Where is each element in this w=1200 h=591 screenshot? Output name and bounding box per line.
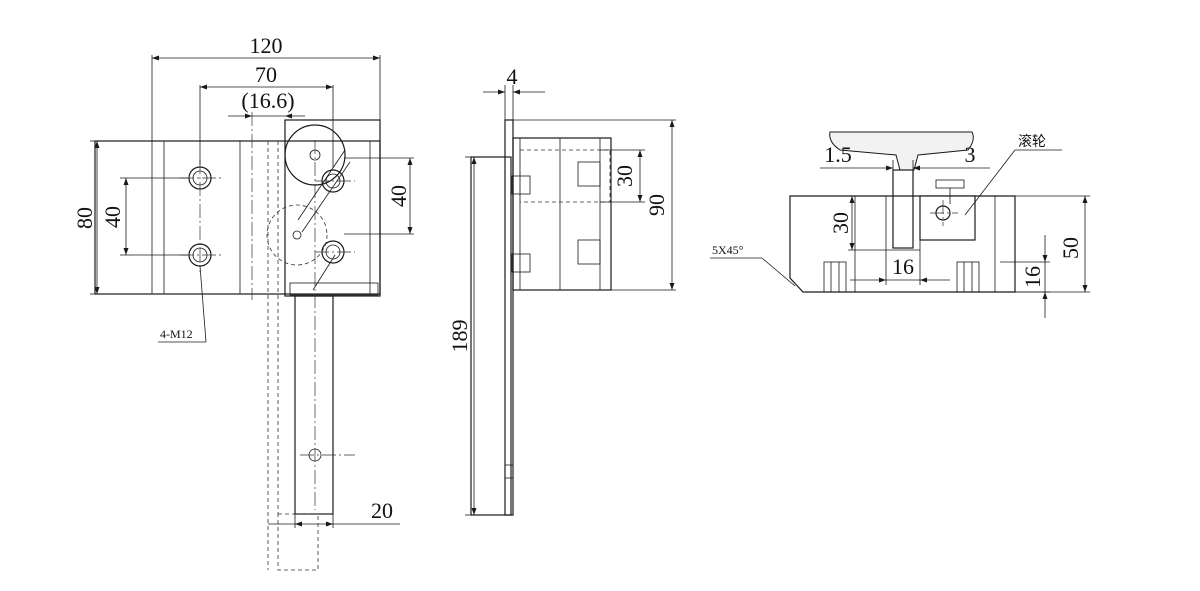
hanging-bar (294, 295, 334, 515)
front-plate-outline (94, 140, 381, 295)
rail-view: 1.5 3 30 16 16 50 5X45° 滚轮 (710, 131, 1090, 318)
dim-gap-left: 1.5 (824, 142, 852, 167)
chamfer-note: 5X45° (712, 243, 744, 257)
rail-web (892, 169, 914, 249)
dim-thickness: 4 (507, 64, 518, 89)
side-view: 4 30 90 189 (447, 64, 676, 516)
dim-gap-right: 3 (965, 142, 976, 167)
dim-inner-height: 30 (612, 165, 637, 187)
dim-length: 189 (447, 320, 472, 353)
side-plate (504, 119, 514, 516)
side-block (512, 137, 612, 291)
guide-block (789, 195, 1016, 293)
dim-slot-depth: 30 (828, 212, 853, 234)
dim-pocket: 16 (1020, 266, 1045, 288)
dim-side-height: 90 (644, 194, 669, 216)
callout-thread: 4-M12 (160, 327, 193, 341)
roller-icon (284, 124, 346, 186)
dim-offset: (16.6) (241, 88, 294, 113)
dim-bar-width: 20 (371, 498, 393, 523)
front-view: 120 70 (16.6) 80 40 40 20 4 (72, 33, 414, 571)
dim-slot-width: 16 (892, 254, 914, 279)
dim-right-vertical: 40 (386, 185, 411, 207)
dim-height: 80 (72, 207, 97, 229)
side-bar (470, 156, 512, 516)
dim-hole-spacing: 70 (255, 62, 277, 87)
roller-label: 滚轮 (1018, 133, 1046, 150)
mounting-holes (180, 160, 355, 462)
dim-rail-height: 50 (1058, 237, 1083, 259)
dim-hole-vertical: 40 (100, 206, 125, 228)
dim-overall-width: 120 (250, 33, 283, 58)
roller-bracket (284, 119, 381, 297)
